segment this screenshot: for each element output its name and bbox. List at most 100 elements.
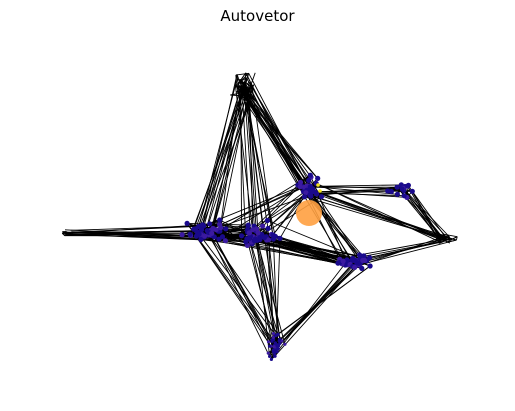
graph-edge <box>314 191 361 260</box>
graph-node <box>222 238 228 244</box>
graph-node <box>196 231 202 237</box>
graph-node <box>307 192 313 198</box>
graph-edge <box>250 90 308 191</box>
graph-edge <box>403 190 441 242</box>
graph-edge <box>352 239 457 267</box>
graph-edge <box>268 239 281 340</box>
graph-node <box>268 354 272 358</box>
graph-edge <box>452 236 458 240</box>
graph-node <box>269 357 273 361</box>
graph-edge <box>358 239 442 264</box>
graph-node <box>401 193 407 199</box>
graph-edge <box>196 85 242 232</box>
graph-edge <box>299 186 365 261</box>
graph-edge <box>256 240 286 345</box>
graph-node <box>306 177 312 184</box>
graph-node <box>179 232 185 238</box>
graph-node <box>209 230 215 236</box>
graph-edge <box>408 185 441 240</box>
graph-node <box>261 234 268 241</box>
graph-edge <box>243 87 274 235</box>
graph-node <box>359 265 365 271</box>
graph-edge <box>271 260 348 360</box>
graph-edge <box>222 186 303 238</box>
graph-node <box>318 194 325 200</box>
graph-node <box>276 347 280 351</box>
graph-node <box>272 345 276 349</box>
graph-edge <box>245 72 341 260</box>
graph-node <box>266 351 270 355</box>
graph-edge <box>190 97 243 236</box>
graph-node <box>278 341 282 345</box>
graph-edge <box>245 77 247 82</box>
graph-node <box>217 217 223 223</box>
graph-edge <box>195 186 301 230</box>
graph-edge <box>182 234 343 265</box>
graph-edge <box>275 256 365 349</box>
graph-edge <box>247 94 319 179</box>
graph-node <box>270 236 276 242</box>
graph-edge <box>268 196 305 241</box>
graph-edge <box>275 235 363 261</box>
graph-edge <box>210 87 243 236</box>
graph-node <box>270 232 276 238</box>
graph-edge <box>186 223 272 347</box>
graph-edge <box>310 186 406 197</box>
graph-node <box>184 220 190 226</box>
graph-edge <box>210 230 276 350</box>
nodes <box>179 172 415 361</box>
graph-edge <box>201 74 238 231</box>
graph-node <box>264 217 270 224</box>
graph-node <box>367 263 373 269</box>
graph-edge <box>403 188 441 237</box>
graph-node <box>260 223 266 229</box>
graph-node <box>394 191 400 197</box>
graph-edge <box>403 188 450 238</box>
graph-edge <box>246 99 319 179</box>
graph-edge <box>274 264 358 357</box>
graph-node <box>307 172 313 178</box>
graph-node <box>266 340 271 344</box>
graph-edge <box>210 84 245 231</box>
graph-node <box>277 344 281 348</box>
graph-node <box>405 182 411 188</box>
graph-node <box>307 184 313 190</box>
graph-edge <box>275 238 281 351</box>
graph-node <box>385 188 391 194</box>
graph-node <box>271 349 276 354</box>
graph-node <box>283 342 287 346</box>
graph-edge <box>208 232 271 357</box>
graph-node-highlight-yellow <box>316 183 320 187</box>
graph-edge <box>237 72 247 84</box>
graph-node <box>275 350 279 354</box>
graph-node <box>245 222 251 228</box>
graph-node <box>273 341 277 345</box>
graph-node <box>314 191 320 197</box>
graph-node <box>219 234 226 240</box>
graph-node <box>271 332 276 336</box>
graph-node <box>277 338 281 342</box>
edges <box>61 72 458 360</box>
graph-edge <box>204 96 251 237</box>
graph-edge <box>240 79 243 236</box>
graph-edge <box>210 230 276 357</box>
graph-edge <box>238 91 247 242</box>
graph-node-highlight-yellow <box>318 189 322 193</box>
graph-node-max <box>296 200 322 226</box>
graph-node <box>275 333 279 337</box>
graph-node <box>360 257 366 263</box>
graph-node <box>251 238 257 244</box>
graph-edge <box>359 238 447 256</box>
graph-edge <box>255 230 271 357</box>
graph-edge <box>438 240 446 244</box>
graph-node <box>271 335 275 339</box>
graph-edge <box>255 230 277 336</box>
plot-title: Autovetor <box>220 7 295 25</box>
graph-edge <box>218 174 311 232</box>
graph-edge <box>304 186 368 262</box>
graph-node <box>340 258 346 264</box>
graph-edge <box>248 73 348 261</box>
graph-edge <box>186 223 276 344</box>
graph-node <box>207 221 213 227</box>
